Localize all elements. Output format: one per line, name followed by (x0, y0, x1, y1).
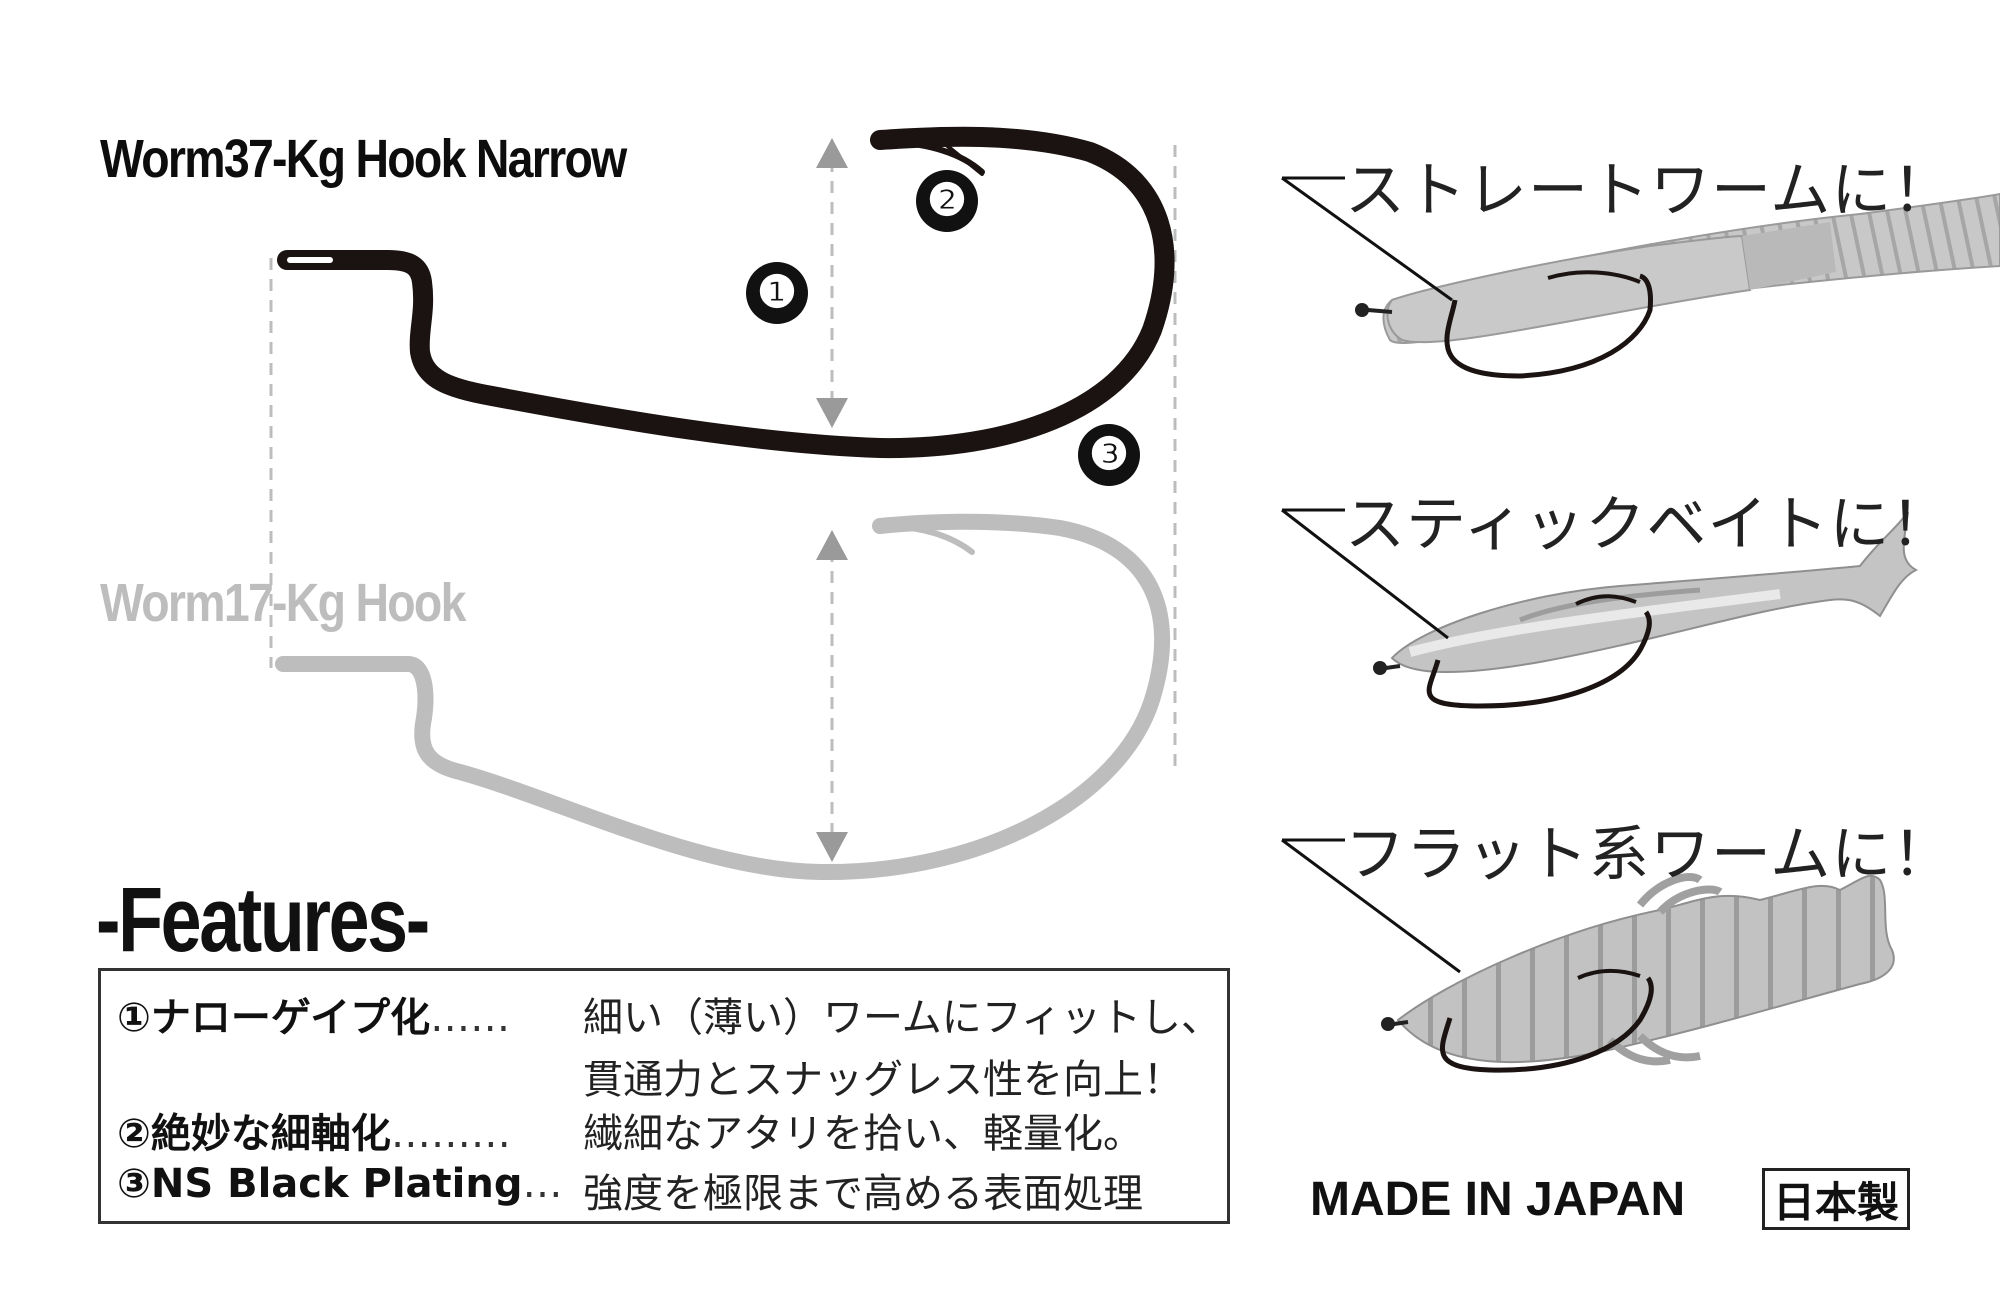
marker-3: ❸ (1078, 424, 1140, 486)
usage-label-straight-worm: ストレートワームに！ (1345, 156, 1954, 226)
leader-lines (1281, 176, 1461, 974)
usage-label-stick-bait: スティックベイトに！ (1345, 490, 1952, 560)
flat-worm-illustration (1381, 873, 1895, 1073)
feature-label: ②絶妙な細軸化……… (117, 1111, 511, 1157)
gap-arrowheads (816, 138, 848, 862)
feature-label: ①ナローゲイプ化…… (117, 995, 511, 1041)
feature-desc: 強度を極限まで高める表面処理 (583, 1171, 1143, 1217)
made-in-japan-text: MADE IN JAPAN (1310, 1173, 1686, 1226)
marker-2: ❷ (916, 170, 978, 232)
hook-new-title: Worm37-Kg Hook Narrow (100, 129, 627, 189)
features-box: ①ナローゲイプ化…… 細い（薄い）ワームにフィットし、 貫通力とスナッグレス性を… (98, 968, 1230, 1224)
features-heading: -Features- (96, 869, 430, 971)
usage-label-flat-worm: フラット系ワームに！ (1345, 820, 1954, 890)
hook-old-drawing (275, 513, 1171, 881)
straight-worm-illustration (1355, 192, 2000, 379)
feature-desc: 細い（薄い）ワームにフィットし、 貫通力とスナッグレス性を向上！ (583, 995, 1221, 1103)
made-in-japan-seal: 日本製 (1762, 1168, 1910, 1230)
stick-bait-illustration (1373, 511, 1919, 709)
hook-new-drawing (277, 126, 1175, 459)
measurement-guides (269, 145, 1177, 840)
feature-desc: 繊細なアタリを拾い、軽量化。 (583, 1111, 1143, 1157)
marker-1: ❶ (746, 262, 808, 324)
feature-label: ③NS Black Plating… (117, 1161, 563, 1207)
hook-old-title: Worm17-Kg Hook (100, 573, 466, 633)
